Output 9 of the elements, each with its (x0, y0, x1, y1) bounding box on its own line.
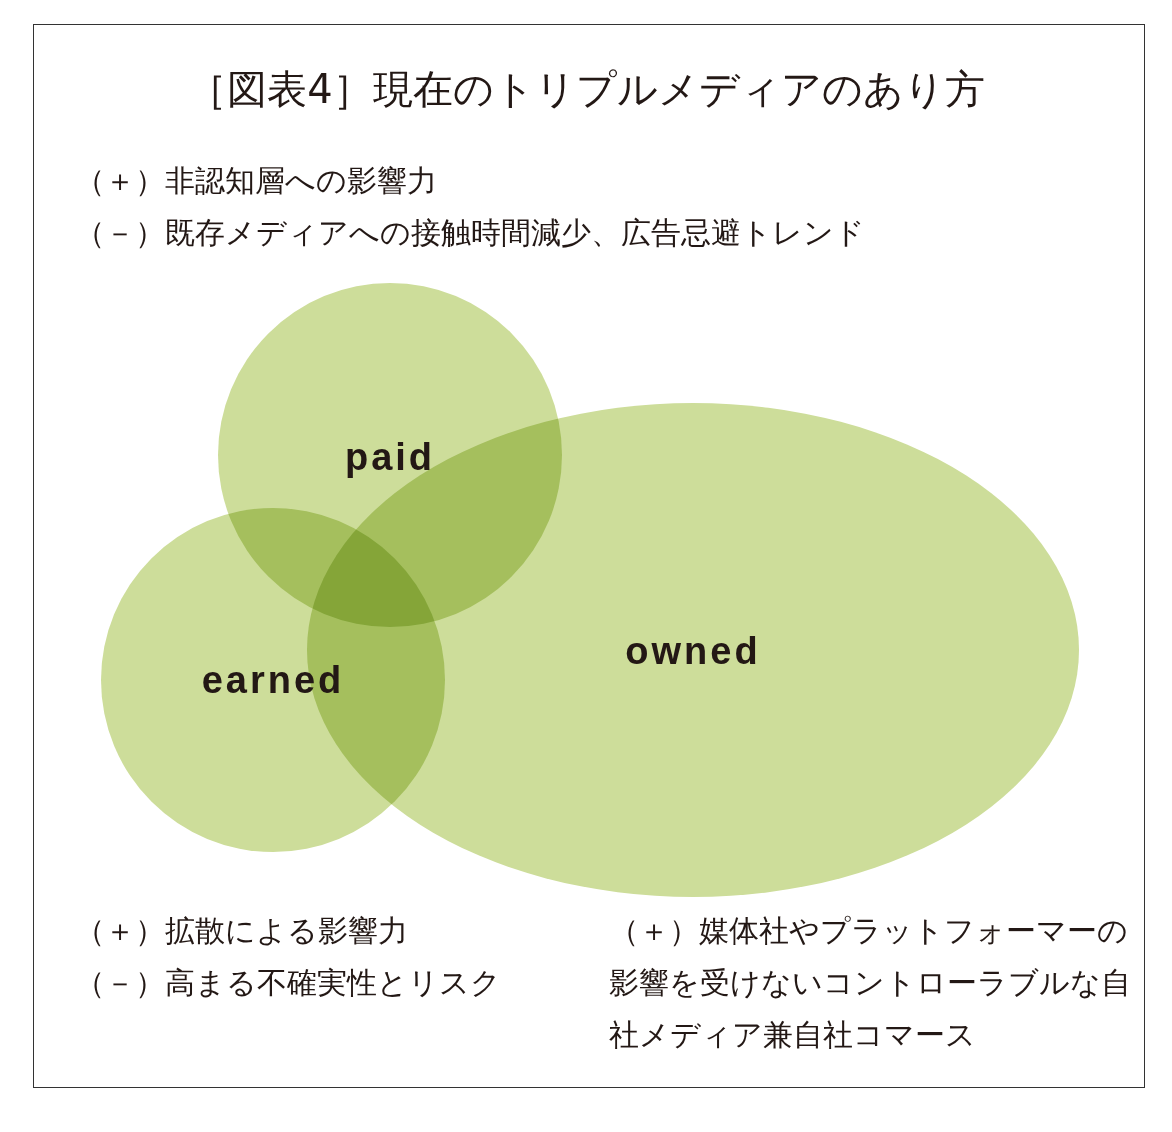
description-text: （＋）非認知層への影響力 (75, 162, 437, 200)
set-label: owned (625, 629, 761, 673)
title: ［図表4］現在のトリプルメディアのあり方 (186, 65, 986, 114)
set-label: paid (344, 435, 436, 479)
description-text: （＋）拡散による影響力 (75, 912, 408, 950)
description-text: （－）既存メディアへの接触時間減少、広告忌避トレンド (75, 214, 865, 252)
description-text: （＋）媒体社やプラットフォーマーの影響を受けないコントローラブルな自社メディア兼自社コマース (609, 912, 1131, 1054)
set-label: earned (201, 658, 345, 702)
description-text: （－）高まる不確実性とリスク (75, 964, 501, 1002)
